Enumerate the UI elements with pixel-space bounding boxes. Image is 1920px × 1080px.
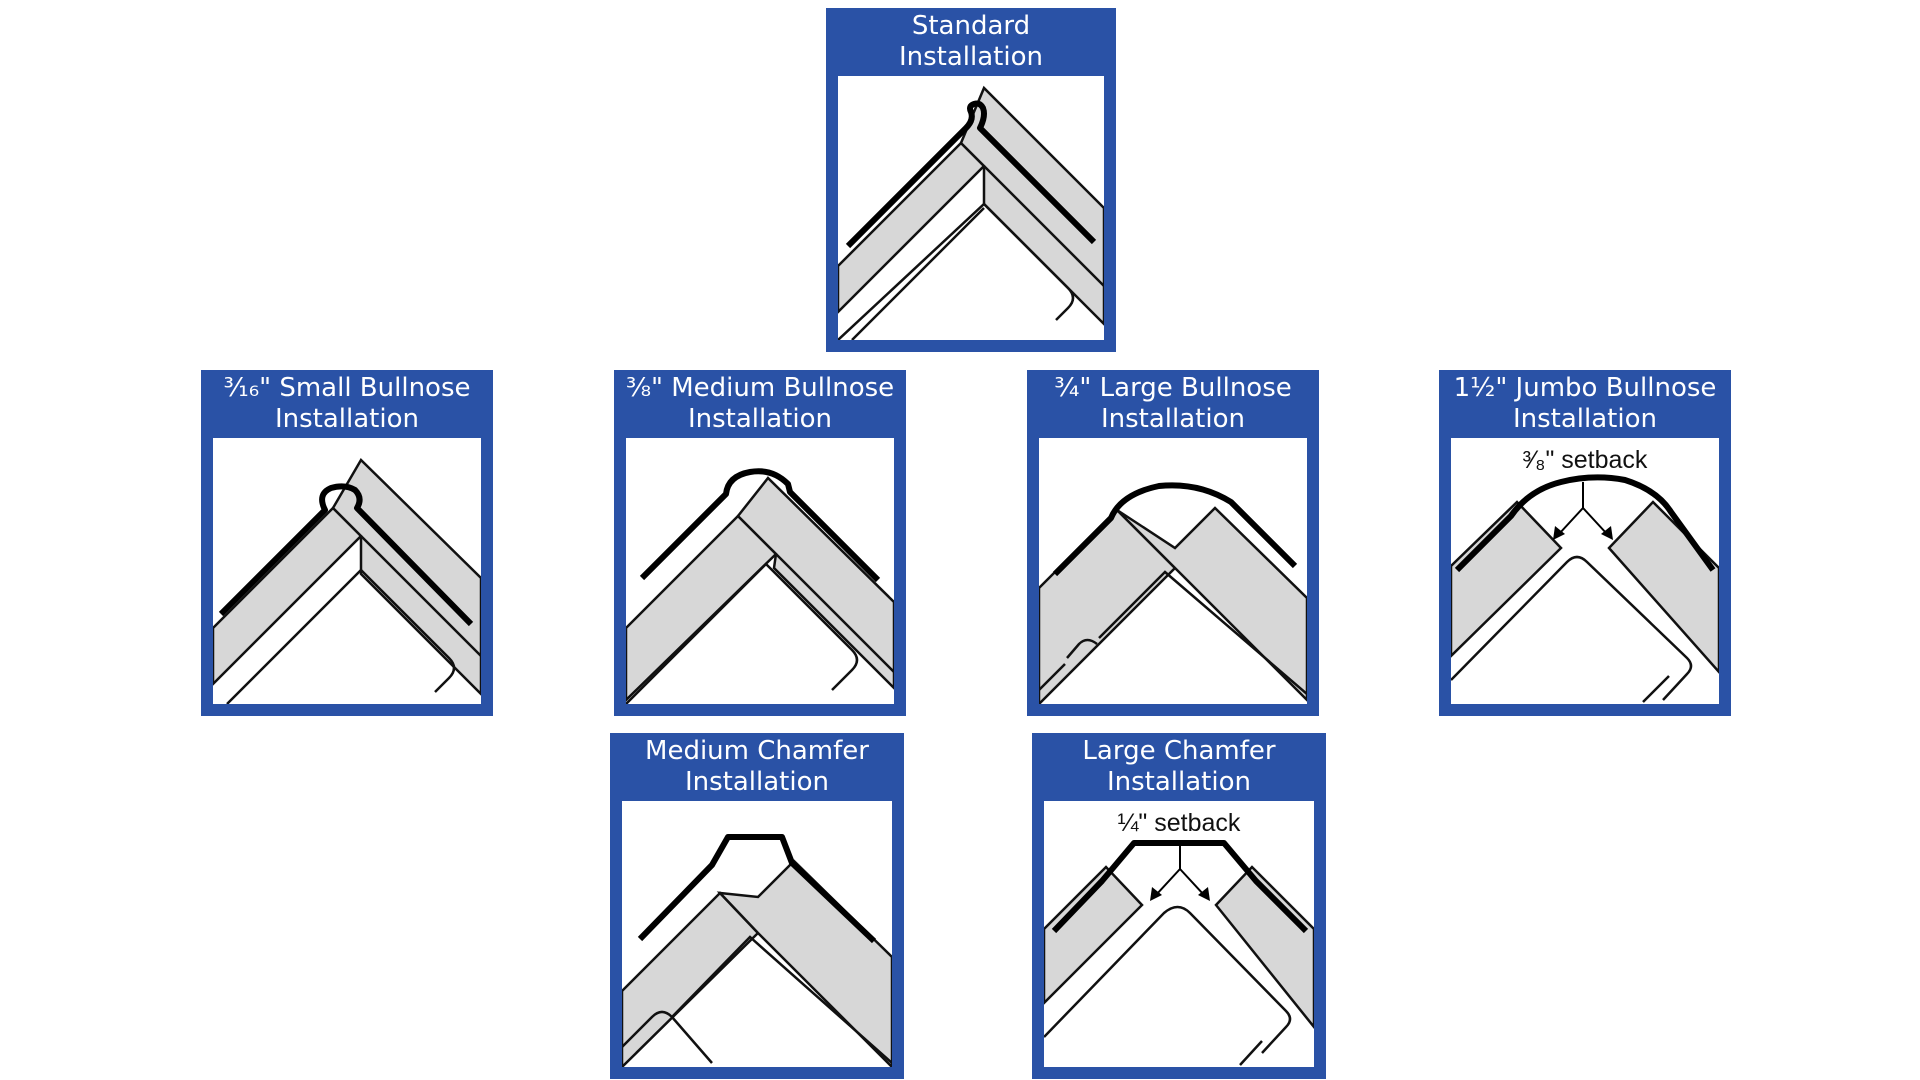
card-medium-chamfer: Medium Chamfer Installation: [610, 733, 904, 1079]
title-line-2: Installation: [1512, 404, 1657, 434]
card-title: Large Chamfer Installation: [1032, 733, 1326, 799]
medium-bullnose-profile-drawing: [626, 468, 894, 704]
standard-profile-drawing: [838, 85, 1104, 340]
trim-profile: [1051, 840, 1309, 934]
trim-profile: [218, 483, 474, 627]
setback-arrow-left: [1558, 507, 1584, 535]
tile-edge: [226, 535, 481, 704]
title-line-1: 1½" Jumbo Bullnose: [1453, 373, 1717, 403]
tile-left: [626, 514, 778, 702]
tile-right: [1214, 865, 1314, 1029]
installation-diagram: [838, 76, 1104, 340]
large-chamfer-profile-drawing: [1044, 840, 1314, 1066]
title-line-2: Installation: [1106, 767, 1251, 797]
installation-diagram: [1039, 438, 1307, 704]
tile-right: [716, 859, 892, 1067]
tile-edge: [838, 165, 1104, 340]
setback-arrow-right: [1179, 868, 1205, 896]
title-line-1: Standard: [911, 11, 1031, 41]
title-line-2: Installation: [898, 42, 1043, 72]
card-standard: Standard Installation: [826, 8, 1116, 352]
title-line-2: Installation: [684, 767, 829, 797]
tile-edge: [626, 553, 894, 704]
card-title: ³⁄₁₆" Small Bullnose Installation: [201, 370, 493, 436]
tile-right: [1607, 500, 1719, 674]
title-line-2: Installation: [1100, 404, 1245, 434]
installation-diagram: [622, 801, 892, 1067]
card-title: Medium Chamfer Installation: [610, 733, 904, 799]
setback-label: ³⁄₈" setback: [1522, 446, 1648, 474]
tile-edge: [622, 935, 892, 1064]
arrowhead-left: [1553, 526, 1565, 540]
card-title: 1½" Jumbo Bullnose Installation: [1439, 370, 1731, 436]
tile-right: [736, 476, 894, 690]
title-line-1: ³⁄₄" Large Bullnose: [1054, 373, 1292, 403]
tile-left: [1451, 500, 1563, 658]
card-small-bullnose: ³⁄₁₆" Small Bullnose Installation: [201, 370, 493, 716]
installation-diagram: ³⁄₈" setback: [1451, 438, 1719, 704]
arrowhead-left: [1150, 887, 1162, 901]
card-title: Standard Installation: [826, 8, 1116, 74]
card-jumbo-bullnose: 1½" Jumbo Bullnose Installation ³⁄₈" set…: [1439, 370, 1731, 716]
title-line-1: ³⁄₁₆" Small Bullnose: [223, 373, 471, 403]
setback-label: ¼" setback: [1117, 809, 1241, 837]
jumbo-bullnose-profile-drawing: [1451, 474, 1719, 703]
title-line-2: Installation: [274, 404, 419, 434]
arrowhead-right: [1601, 526, 1613, 540]
card-medium-bullnose: ³⁄₈" Medium Bullnose Installation: [614, 370, 906, 716]
small-bullnose-profile-drawing: [213, 457, 481, 704]
trim-profile: [1052, 482, 1298, 577]
tile-right: [1116, 506, 1307, 702]
title-line-1: Large Chamfer: [1082, 736, 1276, 766]
large-bullnose-profile-drawing: [1039, 482, 1307, 704]
trim-profile: [1454, 474, 1716, 573]
setback-arrow-left: [1155, 868, 1181, 896]
installation-diagram: [213, 438, 481, 704]
card-large-chamfer: Large Chamfer Installation ¼" setback: [1032, 733, 1326, 1079]
trim-profile: [639, 468, 881, 583]
card-title: ³⁄₈" Medium Bullnose Installation: [614, 370, 906, 436]
tile-left: [622, 891, 760, 1067]
setback-arrow-right: [1582, 507, 1608, 535]
title-line-2: Installation: [687, 404, 832, 434]
installation-diagram: [626, 438, 894, 704]
tile-left: [1044, 865, 1144, 1005]
installation-diagram: ¼" setback: [1044, 801, 1314, 1067]
tile-edge: [1039, 570, 1307, 695]
trim-profile: [845, 100, 1097, 249]
tile-left: [838, 141, 986, 314]
arrowhead-right: [1198, 887, 1210, 901]
title-line-1: Medium Chamfer: [645, 736, 869, 766]
medium-chamfer-profile-drawing: [622, 834, 892, 1067]
tile-edge: [1451, 555, 1693, 703]
tile-edge: [1044, 905, 1292, 1066]
card-large-bullnose: ³⁄₄" Large Bullnose Installation: [1027, 370, 1319, 716]
card-title: ³⁄₄" Large Bullnose Installation: [1027, 370, 1319, 436]
title-line-1: ³⁄₈" Medium Bullnose: [625, 373, 895, 403]
trim-profile: [637, 834, 877, 944]
